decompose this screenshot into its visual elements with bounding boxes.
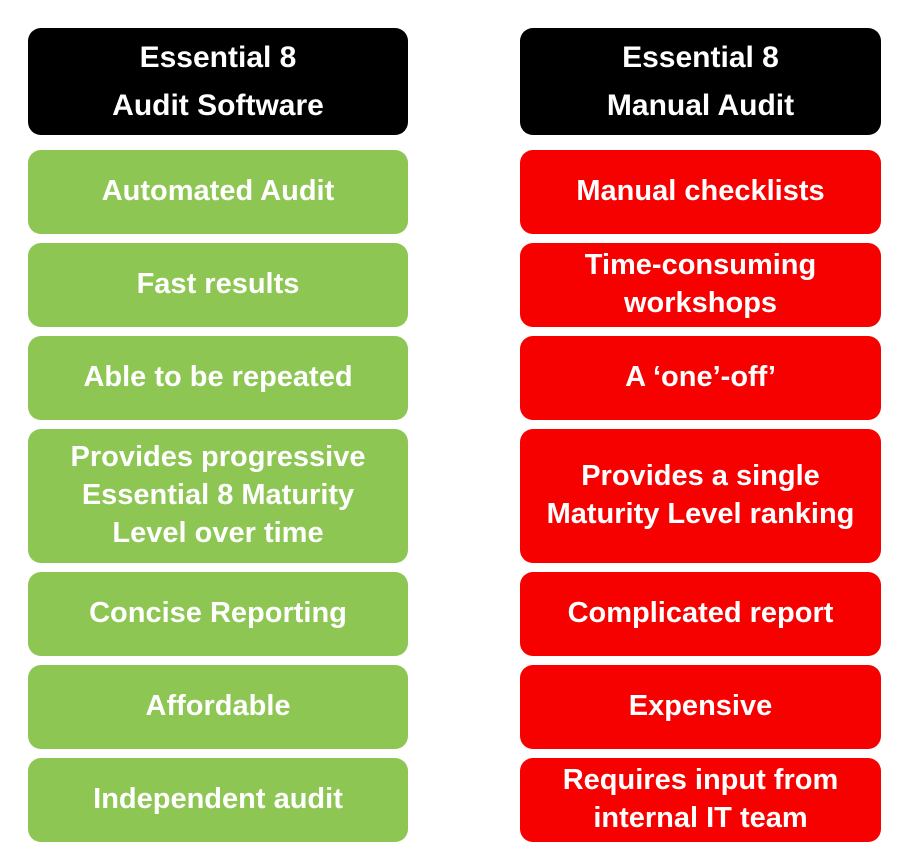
column-header-manual-audit: Essential 8 Manual Audit bbox=[520, 28, 881, 135]
header-line-1: Essential 8 bbox=[139, 40, 297, 74]
item-complicated-report: Complicated report bbox=[520, 572, 881, 656]
item-one-off: A ‘one’-off’ bbox=[520, 336, 881, 420]
header-line-2: Audit Software bbox=[112, 88, 324, 122]
header-line-1: Essential 8 bbox=[622, 40, 779, 74]
column-manual-audit: Essential 8 Manual Audit Manual checklis… bbox=[520, 28, 881, 842]
column-header-audit-software: Essential 8 Audit Software bbox=[28, 28, 408, 135]
item-requires-internal-it: Requires input from internal IT team bbox=[520, 758, 881, 842]
item-concise-reporting: Concise Reporting bbox=[28, 572, 408, 656]
item-time-consuming-workshops: Time-consuming workshops bbox=[520, 243, 881, 327]
item-manual-checklists: Manual checklists bbox=[520, 150, 881, 234]
item-progressive-maturity-level: Provides progressive Essential 8 Maturit… bbox=[28, 429, 408, 563]
item-independent-audit: Independent audit bbox=[28, 758, 408, 842]
column-audit-software: Essential 8 Audit Software Automated Aud… bbox=[28, 28, 408, 842]
item-expensive: Expensive bbox=[520, 665, 881, 749]
item-single-maturity-level: Provides a single Maturity Level ranking bbox=[520, 429, 881, 563]
item-fast-results: Fast results bbox=[28, 243, 408, 327]
item-affordable: Affordable bbox=[28, 665, 408, 749]
header-line-2: Manual Audit bbox=[606, 88, 795, 122]
item-automated-audit: Automated Audit bbox=[28, 150, 408, 234]
item-able-to-be-repeated: Able to be repeated bbox=[28, 336, 408, 420]
